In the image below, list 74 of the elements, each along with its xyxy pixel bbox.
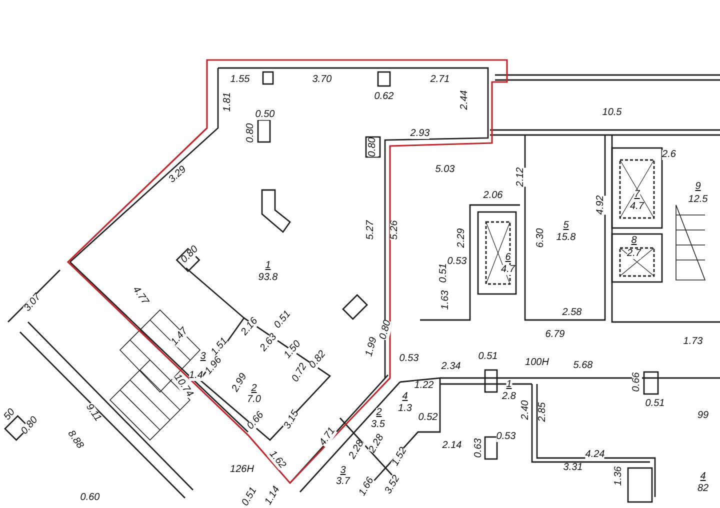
- dimension-label: 9.11: [84, 402, 102, 424]
- dimension-label: 5.26: [390, 220, 400, 240]
- dimension-label: 3.70: [312, 75, 332, 85]
- dimension-label: 2.6: [662, 150, 676, 160]
- room-number: 4: [700, 472, 706, 482]
- dimension-label: 1.73: [683, 337, 703, 347]
- dimension-label: 2.34: [441, 362, 461, 372]
- dimension-label: 1.81: [223, 92, 233, 112]
- room-number: 3: [200, 352, 206, 362]
- room-area: 3.7: [336, 477, 350, 487]
- room-area: 2.7: [627, 249, 641, 259]
- dimension-label: 2.06: [483, 191, 503, 201]
- dimension-label: 3.31: [563, 463, 583, 473]
- room-area: 2.8: [502, 392, 516, 402]
- room-number: 5: [563, 221, 569, 231]
- dimension-label: 2.40: [521, 400, 531, 420]
- dimension-label: 1.36: [614, 466, 624, 486]
- height-mark: 126H: [230, 465, 254, 475]
- dimension-label: 4.24: [585, 450, 605, 460]
- dimension-label: 2.12: [516, 167, 526, 187]
- dimension-label: 2.93: [410, 129, 430, 139]
- dimension-label: 1.63: [441, 290, 451, 310]
- dimension-label: 1.22: [414, 381, 434, 391]
- dimension-label: 2.44: [460, 90, 470, 110]
- dimension-label: 2.71: [430, 75, 450, 85]
- room-number: 6: [505, 253, 511, 263]
- dimension-label: 0.53: [447, 257, 467, 267]
- dimension-label: 2.29: [457, 228, 467, 248]
- height-mark: 100H: [525, 358, 549, 368]
- dimension-label: 99: [697, 411, 709, 421]
- dimension-label: 6.79: [545, 330, 565, 340]
- room-number: 3: [340, 466, 346, 476]
- room-number: 1: [265, 261, 271, 271]
- dimension-label: 0.51: [645, 399, 665, 409]
- room-number: 1: [506, 380, 512, 390]
- dimension-label: 0.51: [439, 263, 449, 283]
- dimension-label: 1.62: [266, 449, 288, 471]
- dimension-label: 0.51: [478, 352, 498, 362]
- room-number: 9: [695, 182, 701, 192]
- room-number: 4: [402, 392, 408, 402]
- dimension-label: 5.27: [366, 220, 376, 240]
- dimension-label: 6.30: [536, 228, 546, 248]
- room-area: 93.8: [258, 273, 278, 283]
- dimension-label: 0.50: [255, 110, 275, 120]
- dimension-label: 0.80: [246, 123, 256, 143]
- dimension-label: 0.80: [378, 319, 394, 341]
- room-number: 7: [634, 190, 640, 200]
- room-area: 4.7: [501, 265, 515, 275]
- room-number: 8: [631, 236, 637, 246]
- room-area: 82: [697, 484, 709, 494]
- dimension-label: 2.58: [562, 308, 582, 318]
- room-area: 12.5: [688, 195, 708, 205]
- dimension-label: 10.5: [602, 108, 622, 118]
- dimension-label: 5.68: [573, 361, 593, 371]
- dimension-label: 0.80: [368, 137, 378, 157]
- dimension-label: 5.03: [435, 165, 455, 175]
- dimension-label: 0.66: [632, 372, 642, 392]
- dimension-label: 0.60: [80, 493, 100, 503]
- dimension-label: 2.14: [442, 441, 462, 451]
- dimension-label: 0.62: [374, 92, 394, 102]
- dimension-label: 4.92: [596, 195, 606, 215]
- room-area: 1.3: [398, 404, 412, 414]
- room-area: 3.5: [371, 420, 385, 430]
- room-number: 2: [251, 384, 257, 394]
- room-area: 4.7: [630, 202, 644, 212]
- dimension-label: 2.85: [538, 402, 548, 422]
- dimension-label: 0.53: [399, 354, 419, 364]
- room-area: 7.0: [247, 395, 261, 405]
- dimension-label: 0.52: [418, 413, 438, 423]
- dimension-label: 1.55: [230, 75, 250, 85]
- dimension-label: 0.53: [496, 432, 516, 442]
- room-number: 2: [376, 408, 382, 418]
- dimension-label: 0.63: [474, 438, 484, 458]
- room-area: 15.8: [556, 233, 576, 243]
